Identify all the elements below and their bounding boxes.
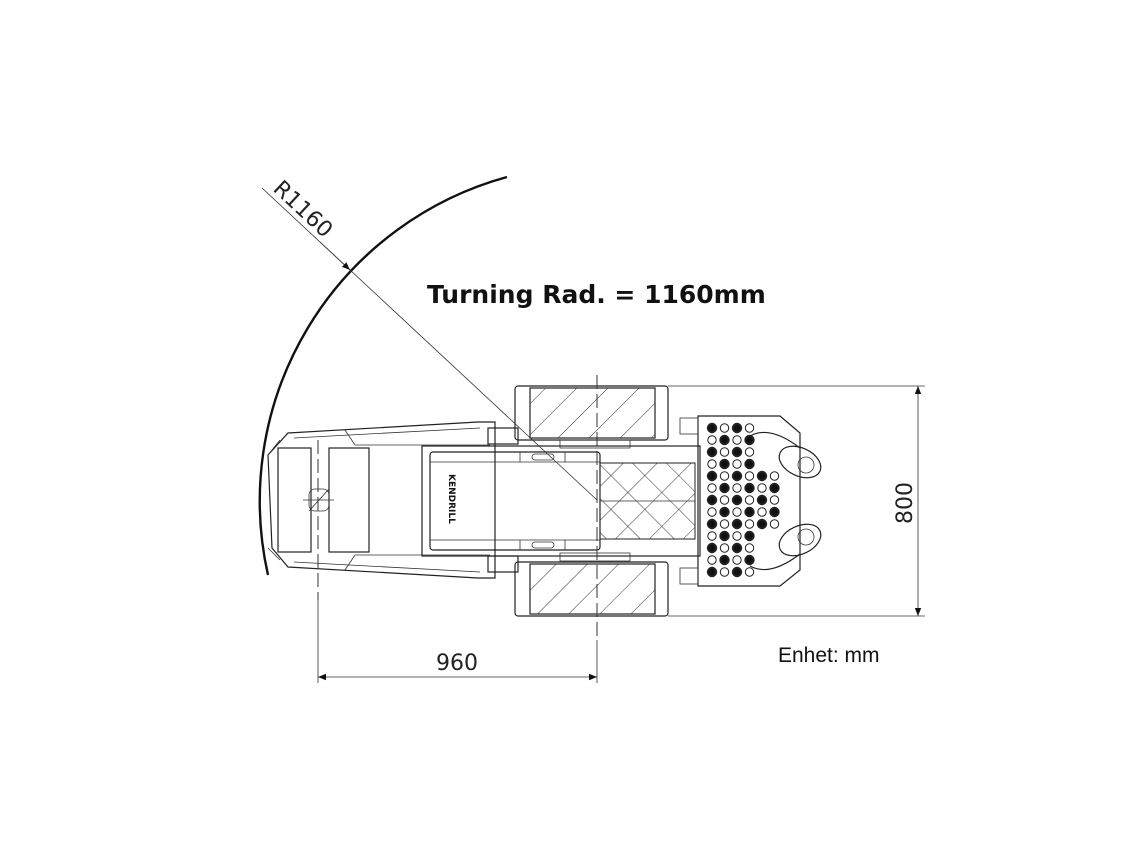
width-label: 800 bbox=[893, 482, 918, 524]
grip-dot bbox=[756, 470, 768, 482]
grip-dot bbox=[719, 482, 730, 494]
grip-dot bbox=[719, 567, 730, 577]
grip-dot bbox=[732, 531, 742, 541]
brand-label: KENDRILL bbox=[446, 474, 456, 524]
radius-leader bbox=[261, 187, 598, 501]
grip-dot bbox=[707, 435, 717, 445]
grip-dot bbox=[769, 495, 780, 505]
grip-dot bbox=[744, 495, 755, 505]
grip-dot bbox=[769, 482, 780, 494]
grip-dot bbox=[731, 446, 743, 458]
grip-dot bbox=[719, 458, 730, 470]
grip-dot bbox=[719, 530, 730, 542]
grip-dot bbox=[706, 542, 718, 554]
grip-dot bbox=[707, 555, 717, 565]
grip-dot bbox=[744, 471, 755, 481]
grip-dot bbox=[706, 422, 718, 434]
grip-dot bbox=[707, 507, 717, 517]
grip-dot bbox=[706, 494, 718, 506]
grip-dot bbox=[706, 446, 718, 458]
grip-dot bbox=[731, 494, 743, 506]
grip-dot bbox=[706, 470, 718, 482]
turning-arc bbox=[258, 175, 508, 576]
grip-dot bbox=[732, 555, 742, 565]
grip-dot bbox=[732, 459, 742, 469]
title: Turning Rad. = 1160mm bbox=[427, 280, 766, 309]
grip-dot bbox=[744, 506, 755, 518]
grip-dot bbox=[719, 447, 730, 457]
grip-dot bbox=[744, 519, 755, 529]
grip-dot bbox=[769, 506, 780, 518]
grip-dot bbox=[744, 567, 755, 577]
grip-dot bbox=[719, 495, 730, 505]
grip-dot bbox=[732, 483, 742, 493]
grip-dot bbox=[769, 471, 780, 481]
grip-dot bbox=[719, 423, 730, 433]
grip-dot bbox=[757, 507, 767, 517]
grip-dot bbox=[744, 458, 755, 470]
platform-grip-dots bbox=[706, 422, 780, 578]
grip-dot bbox=[756, 518, 768, 530]
grip-dot bbox=[769, 519, 780, 529]
grip-dot bbox=[744, 554, 755, 566]
grip-dot bbox=[719, 434, 730, 446]
grip-dot bbox=[756, 494, 768, 506]
grip-dot bbox=[744, 482, 755, 494]
grip-dot bbox=[732, 435, 742, 445]
grip-dot bbox=[744, 530, 755, 542]
length-label: 960 bbox=[436, 651, 478, 676]
grip-dot bbox=[744, 447, 755, 457]
grip-dot bbox=[707, 459, 717, 469]
grip-dot bbox=[719, 543, 730, 553]
grip-dot bbox=[706, 518, 718, 530]
grip-dot bbox=[757, 483, 767, 493]
grip-dot bbox=[744, 434, 755, 446]
grip-dot bbox=[731, 566, 743, 578]
grip-dot bbox=[744, 423, 755, 433]
grip-dot bbox=[719, 471, 730, 481]
grip-dot bbox=[731, 422, 743, 434]
unit-label: Enhet: mm bbox=[778, 644, 880, 667]
grip-dot bbox=[719, 506, 730, 518]
grip-dot bbox=[732, 507, 742, 517]
grip-dot bbox=[744, 543, 755, 553]
grip-dot bbox=[719, 519, 730, 529]
radius-label: R1160 bbox=[268, 176, 337, 243]
grip-dot bbox=[707, 483, 717, 493]
grip-dot bbox=[706, 566, 718, 578]
grip-dot bbox=[731, 470, 743, 482]
radius-arrow bbox=[319, 241, 351, 271]
grip-dot bbox=[707, 531, 717, 541]
grip-dot bbox=[731, 518, 743, 530]
grip-dot bbox=[731, 542, 743, 554]
grip-dot bbox=[719, 554, 730, 566]
vehicle-top-view: KENDRILL bbox=[267, 385, 822, 617]
